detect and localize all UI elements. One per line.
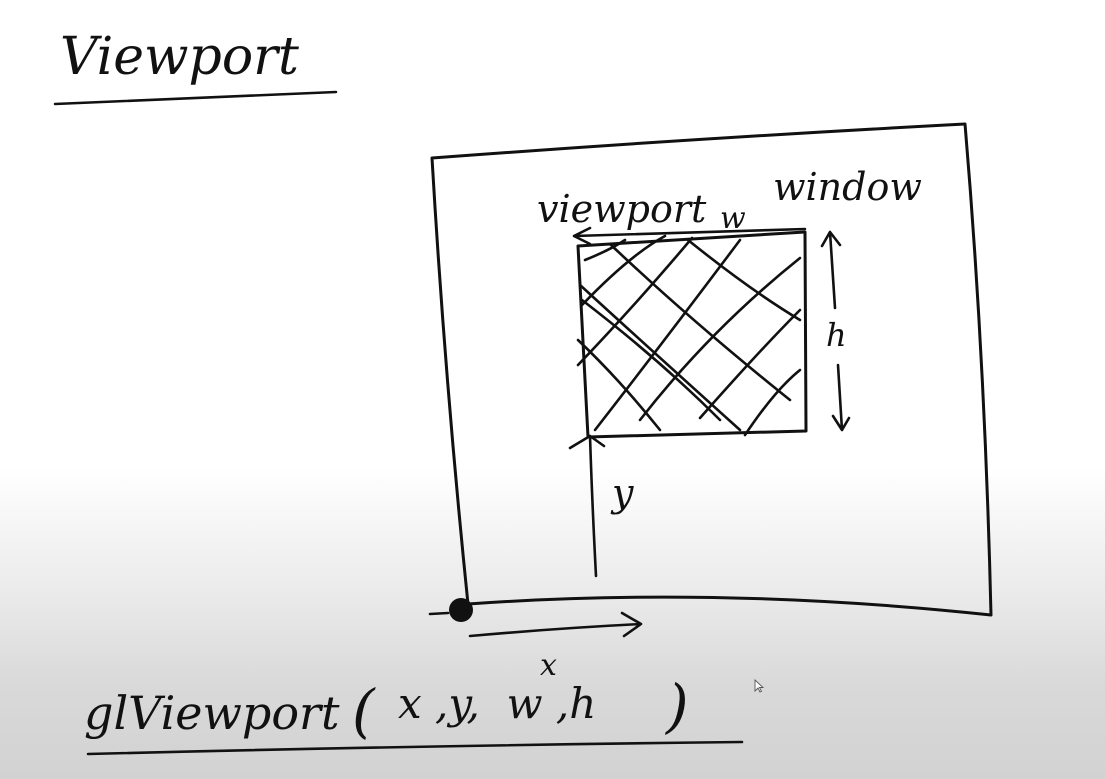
title-underline [53,90,338,106]
x-arrow [468,611,643,638]
viewport-rect [576,230,808,439]
x-label: x [540,648,557,683]
page-title: Viewport [60,27,299,87]
window-label: window [773,165,922,209]
function-close-paren: ) [664,672,689,740]
y-label: y [610,471,634,515]
function-underline [86,740,744,756]
origin-dot [449,598,473,622]
window-frame [430,122,993,617]
viewport-label: viewport [537,187,707,231]
y-arrow [568,434,606,578]
function-open-paren: ( [352,677,376,745]
height-label: h [826,316,847,354]
width-arrow [572,226,807,246]
mouse-cursor-icon [754,679,764,693]
viewport-hatching [576,234,802,437]
function-args: x ,y, w ,h [398,679,596,728]
function-name: glViewport [84,686,340,740]
origin-tick [428,611,450,616]
height-arrow [820,230,851,432]
